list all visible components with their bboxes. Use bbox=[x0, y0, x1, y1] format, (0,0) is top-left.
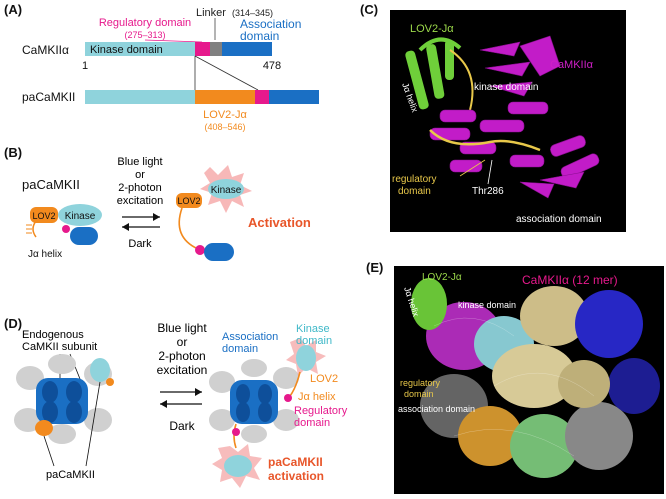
linker-label: Linker bbox=[196, 7, 226, 19]
pa-association-bar bbox=[269, 90, 319, 104]
regulatory-range-label: (275–313) bbox=[124, 30, 165, 40]
pacamkii-name: paCaMKII bbox=[22, 90, 75, 104]
b-kinase-label: Kinase bbox=[65, 211, 96, 222]
e-regulatory-1: regulatory bbox=[400, 378, 441, 388]
c-lov2-ja: LOV2-Jα bbox=[410, 23, 454, 35]
c-camkii: CaMKIIα bbox=[550, 59, 594, 71]
e-kinase-domain: kinase domain bbox=[458, 300, 516, 310]
d-association-1: Association bbox=[222, 331, 278, 343]
c-association-domain: association domain bbox=[516, 214, 602, 225]
linker-range-label: (314–345) bbox=[232, 8, 273, 18]
e-association-domain: association domain bbox=[398, 404, 475, 414]
pa-lov2-bar bbox=[195, 90, 255, 104]
regulatory-domain-label: Regulatory domain bbox=[99, 17, 191, 29]
c-thr286: Thr286 bbox=[472, 186, 504, 197]
d-holoenzyme-active bbox=[209, 359, 299, 443]
d-light-2: or bbox=[177, 335, 188, 349]
regulatory-domain-bar bbox=[195, 42, 210, 56]
panel-d-label: (D) bbox=[4, 316, 23, 331]
kinase-domain-label: Kinase domain bbox=[90, 44, 163, 56]
pa-kinase-bar bbox=[85, 90, 195, 104]
panel-a-label: (A) bbox=[4, 2, 23, 17]
panel-e-render: LOV2-Jα CaMKIIα (12 mer) Jα helix kinase… bbox=[398, 272, 660, 478]
d-light-4: excitation bbox=[157, 363, 208, 377]
pa-regulatory-bar bbox=[255, 90, 269, 104]
lov2-range-label: (408–546) bbox=[204, 122, 245, 132]
c-regulatory-1: regulatory bbox=[392, 174, 436, 185]
panel-e-structure: LOV2-Jα CaMKIIα (12 mer) Jα helix kinase… bbox=[394, 266, 664, 494]
e-camkii: CaMKIIα (12 mer) bbox=[522, 273, 618, 287]
d-light-3: 2-photon bbox=[158, 349, 205, 363]
panel-d-diagram: Endogenous CaMKII subunit paCaMKII Blue … bbox=[14, 321, 348, 488]
b-lov2-label: LOV2 bbox=[32, 211, 55, 221]
d-association-2: domain bbox=[222, 343, 258, 355]
b-dark: Dark bbox=[128, 238, 152, 250]
d-dark: Dark bbox=[169, 419, 195, 433]
d-lov2: LOV2 bbox=[310, 373, 338, 385]
association-label-1: Association bbox=[240, 17, 301, 31]
b-lov2-shape bbox=[30, 207, 58, 223]
b-active-lov2-label: LOV2 bbox=[177, 196, 200, 206]
b-light-1: Blue light bbox=[117, 156, 162, 168]
d-kinase-1: Kinase bbox=[296, 323, 330, 335]
panel-a-diagram: Regulatory domain (275–313) Linker (314–… bbox=[22, 7, 319, 132]
start-residue: 1 bbox=[82, 60, 88, 72]
kinase-domain-bar bbox=[85, 42, 195, 56]
panel-b-label: (B) bbox=[4, 145, 23, 160]
d-regulatory-1: Regulatory bbox=[294, 405, 348, 417]
lov2-ja-label: LOV2-Jα bbox=[203, 109, 247, 121]
e-lov2-ja: LOV2-Jα bbox=[422, 272, 462, 283]
panel-b-diagram: paCaMKII Blue light or 2-photon excitati… bbox=[22, 156, 311, 261]
b-light-2: or bbox=[135, 169, 145, 181]
d-kinase-2: domain bbox=[296, 335, 332, 347]
d-holoenzyme-inactive bbox=[14, 354, 114, 444]
association-domain-bar bbox=[222, 42, 272, 56]
panel-c-structure: LOV2-Jα CaMKIIα Jα helix kinase domain r… bbox=[390, 10, 626, 232]
panel-e-label: (E) bbox=[366, 260, 384, 275]
association-label-2: domain bbox=[240, 29, 279, 43]
d-endogenous-1: Endogenous bbox=[22, 329, 84, 341]
b-light-4: excitation bbox=[117, 195, 163, 207]
d-activation-1: paCaMKII bbox=[268, 455, 323, 469]
d-pacamkii-label: paCaMKII bbox=[46, 469, 95, 481]
end-residue: 478 bbox=[263, 60, 281, 72]
b-light-3: 2-photon bbox=[118, 182, 161, 194]
e-regulatory-2: domain bbox=[404, 389, 434, 399]
b-ja-helix-label: Jα helix bbox=[28, 249, 62, 260]
panel-b-name: paCaMKII bbox=[22, 177, 80, 192]
d-ja-helix: Jα helix bbox=[298, 391, 336, 403]
b-activation-text: Activation bbox=[248, 215, 311, 230]
b-kinase-shape bbox=[58, 204, 102, 226]
c-kinase-domain: kinase domain bbox=[474, 82, 538, 93]
c-regulatory-2: domain bbox=[398, 186, 431, 197]
b-active-kinase-label: Kinase bbox=[211, 185, 242, 196]
camkii-name: CaMKIIα bbox=[22, 43, 69, 57]
panel-c-render: LOV2-Jα CaMKIIα Jα helix kinase domain r… bbox=[392, 23, 602, 225]
d-regulatory-2: domain bbox=[294, 417, 330, 429]
panel-c-label: (C) bbox=[360, 2, 379, 17]
d-activation-2: activation bbox=[268, 469, 324, 483]
d-endogenous-2: CaMKII subunit bbox=[22, 341, 97, 353]
linker-bar bbox=[210, 42, 222, 56]
d-light-1: Blue light bbox=[157, 321, 207, 335]
